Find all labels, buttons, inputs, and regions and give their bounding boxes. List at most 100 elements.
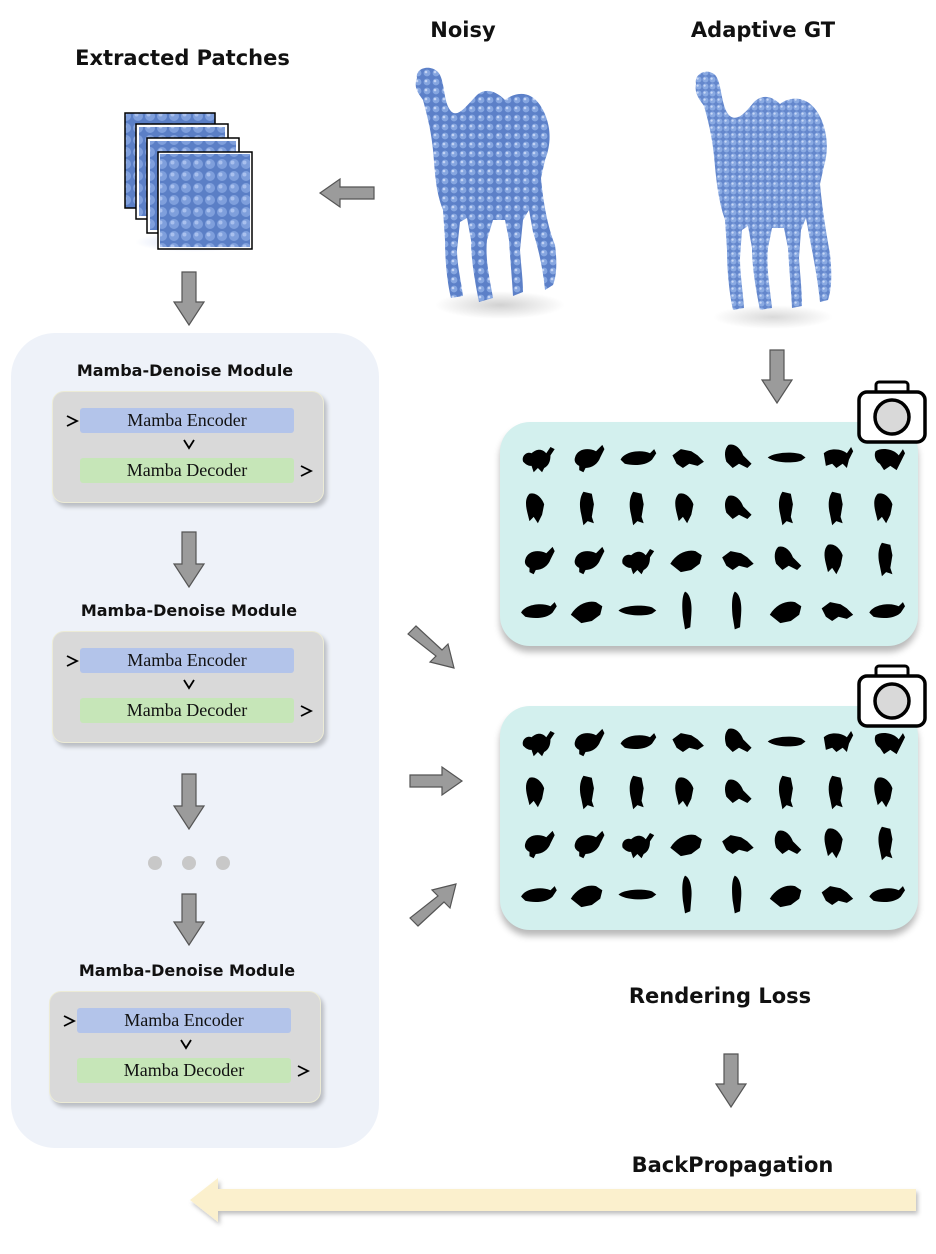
adaptive-gt-title: Adaptive GT: [690, 18, 836, 42]
camel-silhouette: [769, 885, 802, 908]
arrow-diagonal-up: [409, 883, 457, 927]
camera-icon: [857, 664, 927, 728]
camel-silhouette: [823, 731, 854, 752]
ellipsis-dot: [148, 856, 162, 870]
chevron-down-icon: [183, 439, 195, 450]
adaptive-gt-point-cloud: [688, 62, 838, 332]
camel-silhouette: [570, 601, 603, 624]
encoder-label-1: Mamba Encoder: [80, 408, 294, 433]
camel-silhouette: [724, 444, 752, 468]
decoder-label-1: Mamba Decoder: [80, 458, 294, 483]
camel-silhouette: [869, 602, 906, 619]
camel-silhouette: [724, 495, 752, 519]
arrow-down-patches: [172, 271, 206, 327]
camel-silhouette: [620, 733, 657, 750]
module-box-2: Mamba Encoder Mamba Decoder: [52, 631, 324, 743]
camel-silhouette: [778, 491, 793, 526]
arrow-right: [409, 765, 464, 797]
camel-silhouette: [824, 828, 843, 859]
camel-silhouette: [574, 728, 605, 757]
camel-silhouette-grid: [521, 728, 906, 914]
camel-silhouette: [682, 591, 692, 630]
camel-silhouette: [579, 491, 594, 526]
camel-silhouette: [570, 885, 603, 908]
camel-silhouette: [878, 826, 893, 861]
chevron-right-icon: [66, 655, 79, 667]
chevron-down-icon: [180, 1039, 192, 1050]
camel-silhouette: [724, 728, 752, 752]
camel-silhouette: [675, 493, 694, 524]
camel-silhouette: [672, 449, 704, 468]
camel-silhouette: [828, 775, 843, 810]
camel-silhouette: [629, 775, 644, 810]
camel-silhouette-grid: [521, 444, 906, 630]
camel-silhouette: [618, 605, 657, 616]
backpropagation-arrow: [190, 1178, 916, 1222]
module-box-3: Mamba Encoder Mamba Decoder: [49, 991, 321, 1103]
camera-icon: [857, 380, 927, 444]
camel-silhouette: [629, 491, 644, 526]
camel-silhouette: [774, 830, 802, 854]
backpropagation-label: BackPropagation: [631, 1153, 834, 1177]
arrow-down-module-3: [172, 893, 206, 947]
camel-silhouette: [574, 444, 605, 473]
camel-silhouette: [525, 777, 545, 808]
chevron-right-icon: [66, 415, 79, 427]
camel-silhouette: [522, 731, 555, 757]
camel-silhouette: [874, 449, 906, 471]
camel-silhouette: [574, 546, 605, 575]
decoder-label-2: Mamba Decoder: [80, 698, 294, 723]
camel-silhouette: [732, 875, 742, 914]
camel-silhouette: [724, 779, 752, 803]
camel-silhouette: [675, 777, 694, 808]
camel-silhouette: [672, 733, 704, 752]
camel-silhouette: [824, 544, 843, 575]
module-title-3: Mamba-Denoise Module: [78, 961, 296, 980]
arrow-down-module-2: [172, 773, 206, 831]
camel-silhouette: [524, 546, 555, 575]
camel-silhouette: [618, 889, 657, 900]
ellipsis-dot: [216, 856, 230, 870]
module-title-2: Mamba-Denoise Module: [80, 601, 298, 620]
camel-silhouette: [622, 549, 655, 575]
module-box-1: Mamba Encoder Mamba Decoder: [52, 391, 324, 503]
camel-silhouette: [521, 886, 557, 903]
decoder-label-3: Mamba Decoder: [77, 1058, 291, 1083]
ellipsis-dot: [182, 856, 196, 870]
camel-silhouette: [574, 830, 605, 859]
camel-silhouette: [774, 546, 802, 570]
camel-silhouette: [778, 775, 793, 810]
camel-silhouette: [732, 591, 742, 630]
encoder-label-3: Mamba Encoder: [77, 1008, 291, 1033]
camel-silhouette: [522, 447, 555, 473]
arrow-diagonal-down: [407, 625, 455, 669]
camel-silhouette: [823, 447, 854, 468]
camel-silhouette: [874, 493, 893, 524]
module-title-1: Mamba-Denoise Module: [76, 361, 294, 380]
camel-silhouette: [670, 834, 702, 857]
arrow-left: [318, 177, 375, 209]
camel-silhouette: [682, 875, 692, 914]
chevron-right-icon: [297, 1065, 310, 1077]
camel-silhouette: [821, 886, 854, 905]
render-panel-gt: [500, 422, 918, 646]
camel-silhouette: [874, 733, 906, 755]
camel-silhouette: [828, 491, 843, 526]
chevron-right-icon: [300, 465, 313, 477]
camel-silhouette: [579, 775, 594, 810]
camel-silhouette: [769, 601, 802, 624]
camel-silhouette: [874, 777, 893, 808]
camel-silhouette: [524, 830, 555, 859]
camel-silhouette: [878, 542, 893, 577]
noisy-title: Noisy: [430, 18, 496, 42]
render-panel-pred: [500, 706, 918, 930]
extracted-patches-stack: [120, 110, 260, 255]
camel-silhouette: [821, 602, 854, 621]
arrow-down-loss: [714, 1053, 748, 1109]
camel-silhouette: [620, 449, 657, 466]
extracted-patches-title: Extracted Patches: [75, 46, 290, 70]
camel-silhouette: [869, 886, 906, 903]
chevron-down-icon: [183, 679, 195, 690]
chevron-right-icon: [300, 705, 313, 717]
camel-silhouette: [767, 452, 806, 463]
